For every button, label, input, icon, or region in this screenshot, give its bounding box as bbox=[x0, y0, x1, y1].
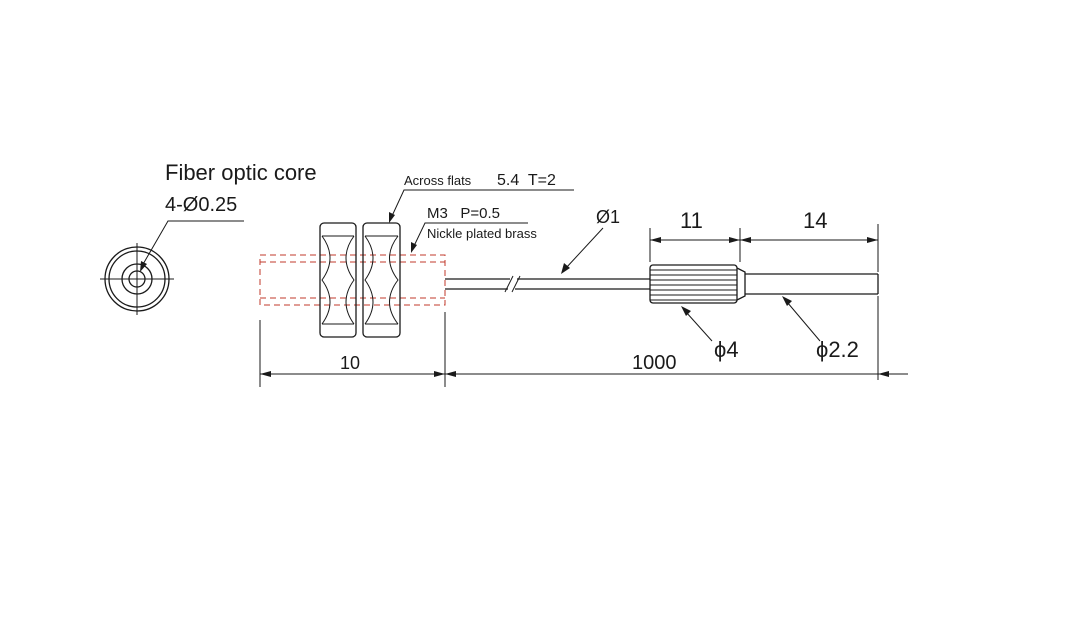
fiber-core-end-view bbox=[100, 243, 174, 315]
fiber-core-spec: 4-Ø0.25 bbox=[165, 194, 237, 216]
fiber-diameter-label: Ø1 bbox=[596, 207, 620, 227]
tip-diameter-label: ϕ2.2 bbox=[816, 337, 859, 362]
hex-nut-left bbox=[319, 222, 357, 338]
fiber-diameter-leader bbox=[561, 227, 604, 274]
knurled-sleeve bbox=[649, 264, 746, 304]
thread-label: M3 P=0.5 bbox=[427, 205, 500, 222]
dimension-bottom bbox=[259, 296, 908, 387]
across-flats-leader bbox=[389, 189, 574, 223]
across-flats-value: 5.4 T=2 bbox=[497, 172, 556, 189]
thread-leader bbox=[411, 222, 528, 253]
tip-length-label: 14 bbox=[803, 208, 827, 233]
dimension-top bbox=[649, 224, 879, 272]
body-length-label: 10 bbox=[340, 353, 360, 373]
fiber-core-leader bbox=[140, 220, 244, 272]
cable-length-label: 1000 bbox=[632, 352, 677, 374]
across-flats-label: Across flats bbox=[404, 173, 472, 188]
sleeve-length-label: 11 bbox=[680, 208, 703, 233]
material-label: Nickle plated brass bbox=[427, 226, 537, 241]
sleeve-diameter-label: ϕ4 bbox=[714, 337, 739, 362]
hex-nut-right bbox=[362, 222, 401, 338]
tip-diameter-leader bbox=[782, 296, 821, 342]
fiber-cable bbox=[445, 275, 650, 293]
probe-tip bbox=[745, 273, 879, 295]
sleeve-diameter-leader bbox=[681, 306, 713, 342]
threaded-body bbox=[259, 254, 446, 306]
fiber-core-title: Fiber optic core bbox=[165, 160, 317, 185]
